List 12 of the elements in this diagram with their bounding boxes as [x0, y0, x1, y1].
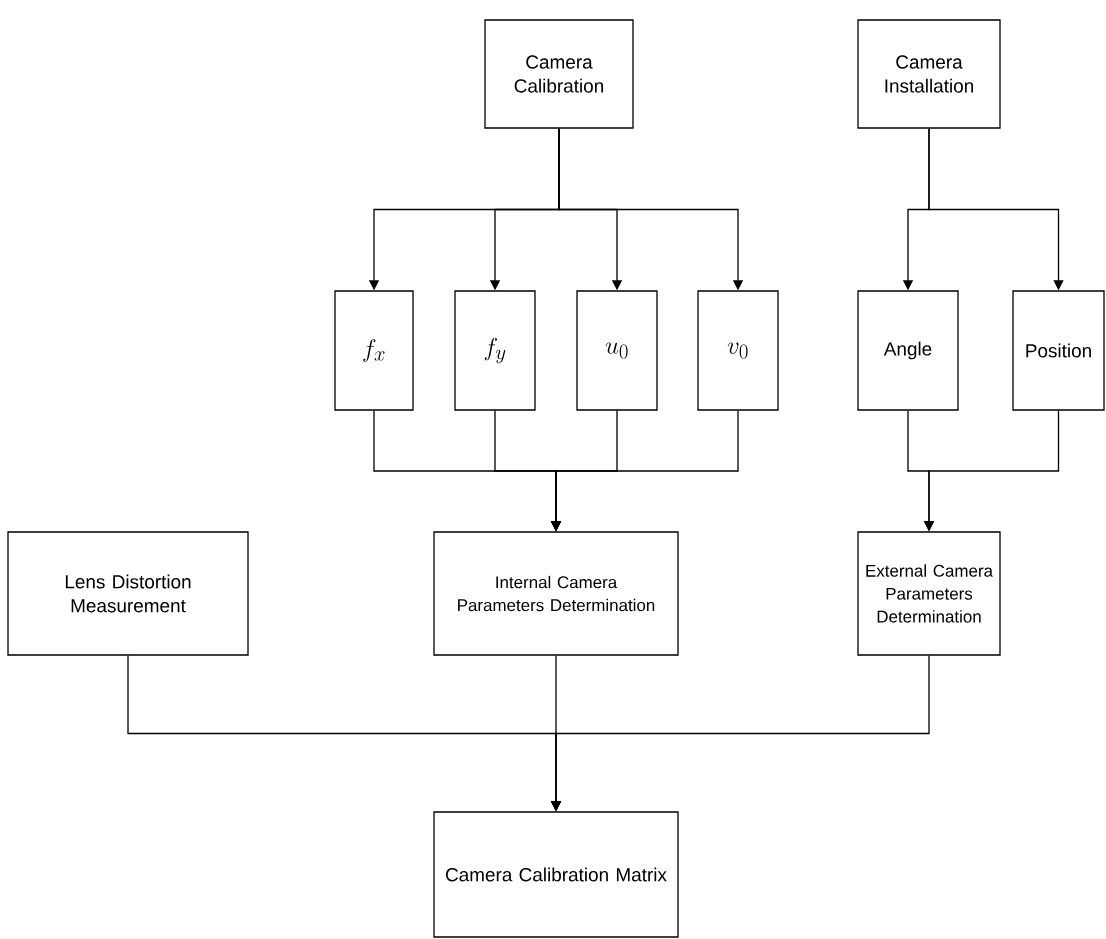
parameter-box: $f_y$	[454, 290, 536, 411]
parameter-box: $v_0$	[697, 290, 779, 411]
process-box: Angle	[857, 290, 959, 411]
parameter-box: $u_0$	[576, 290, 658, 411]
process-box: Internal Camera Parameters Determination	[433, 531, 679, 656]
process-box: Lens Distortion Measurement	[7, 531, 249, 656]
parameter-box: $f_x$	[334, 290, 414, 411]
process-box: Camera Installation	[857, 19, 1001, 129]
process-box: Camera Calibration	[484, 19, 634, 129]
process-box: Position	[1012, 290, 1105, 411]
process-box: Camera Calibration Matrix	[433, 811, 679, 938]
process-box: External Camera Parameters Determination	[857, 531, 1001, 656]
